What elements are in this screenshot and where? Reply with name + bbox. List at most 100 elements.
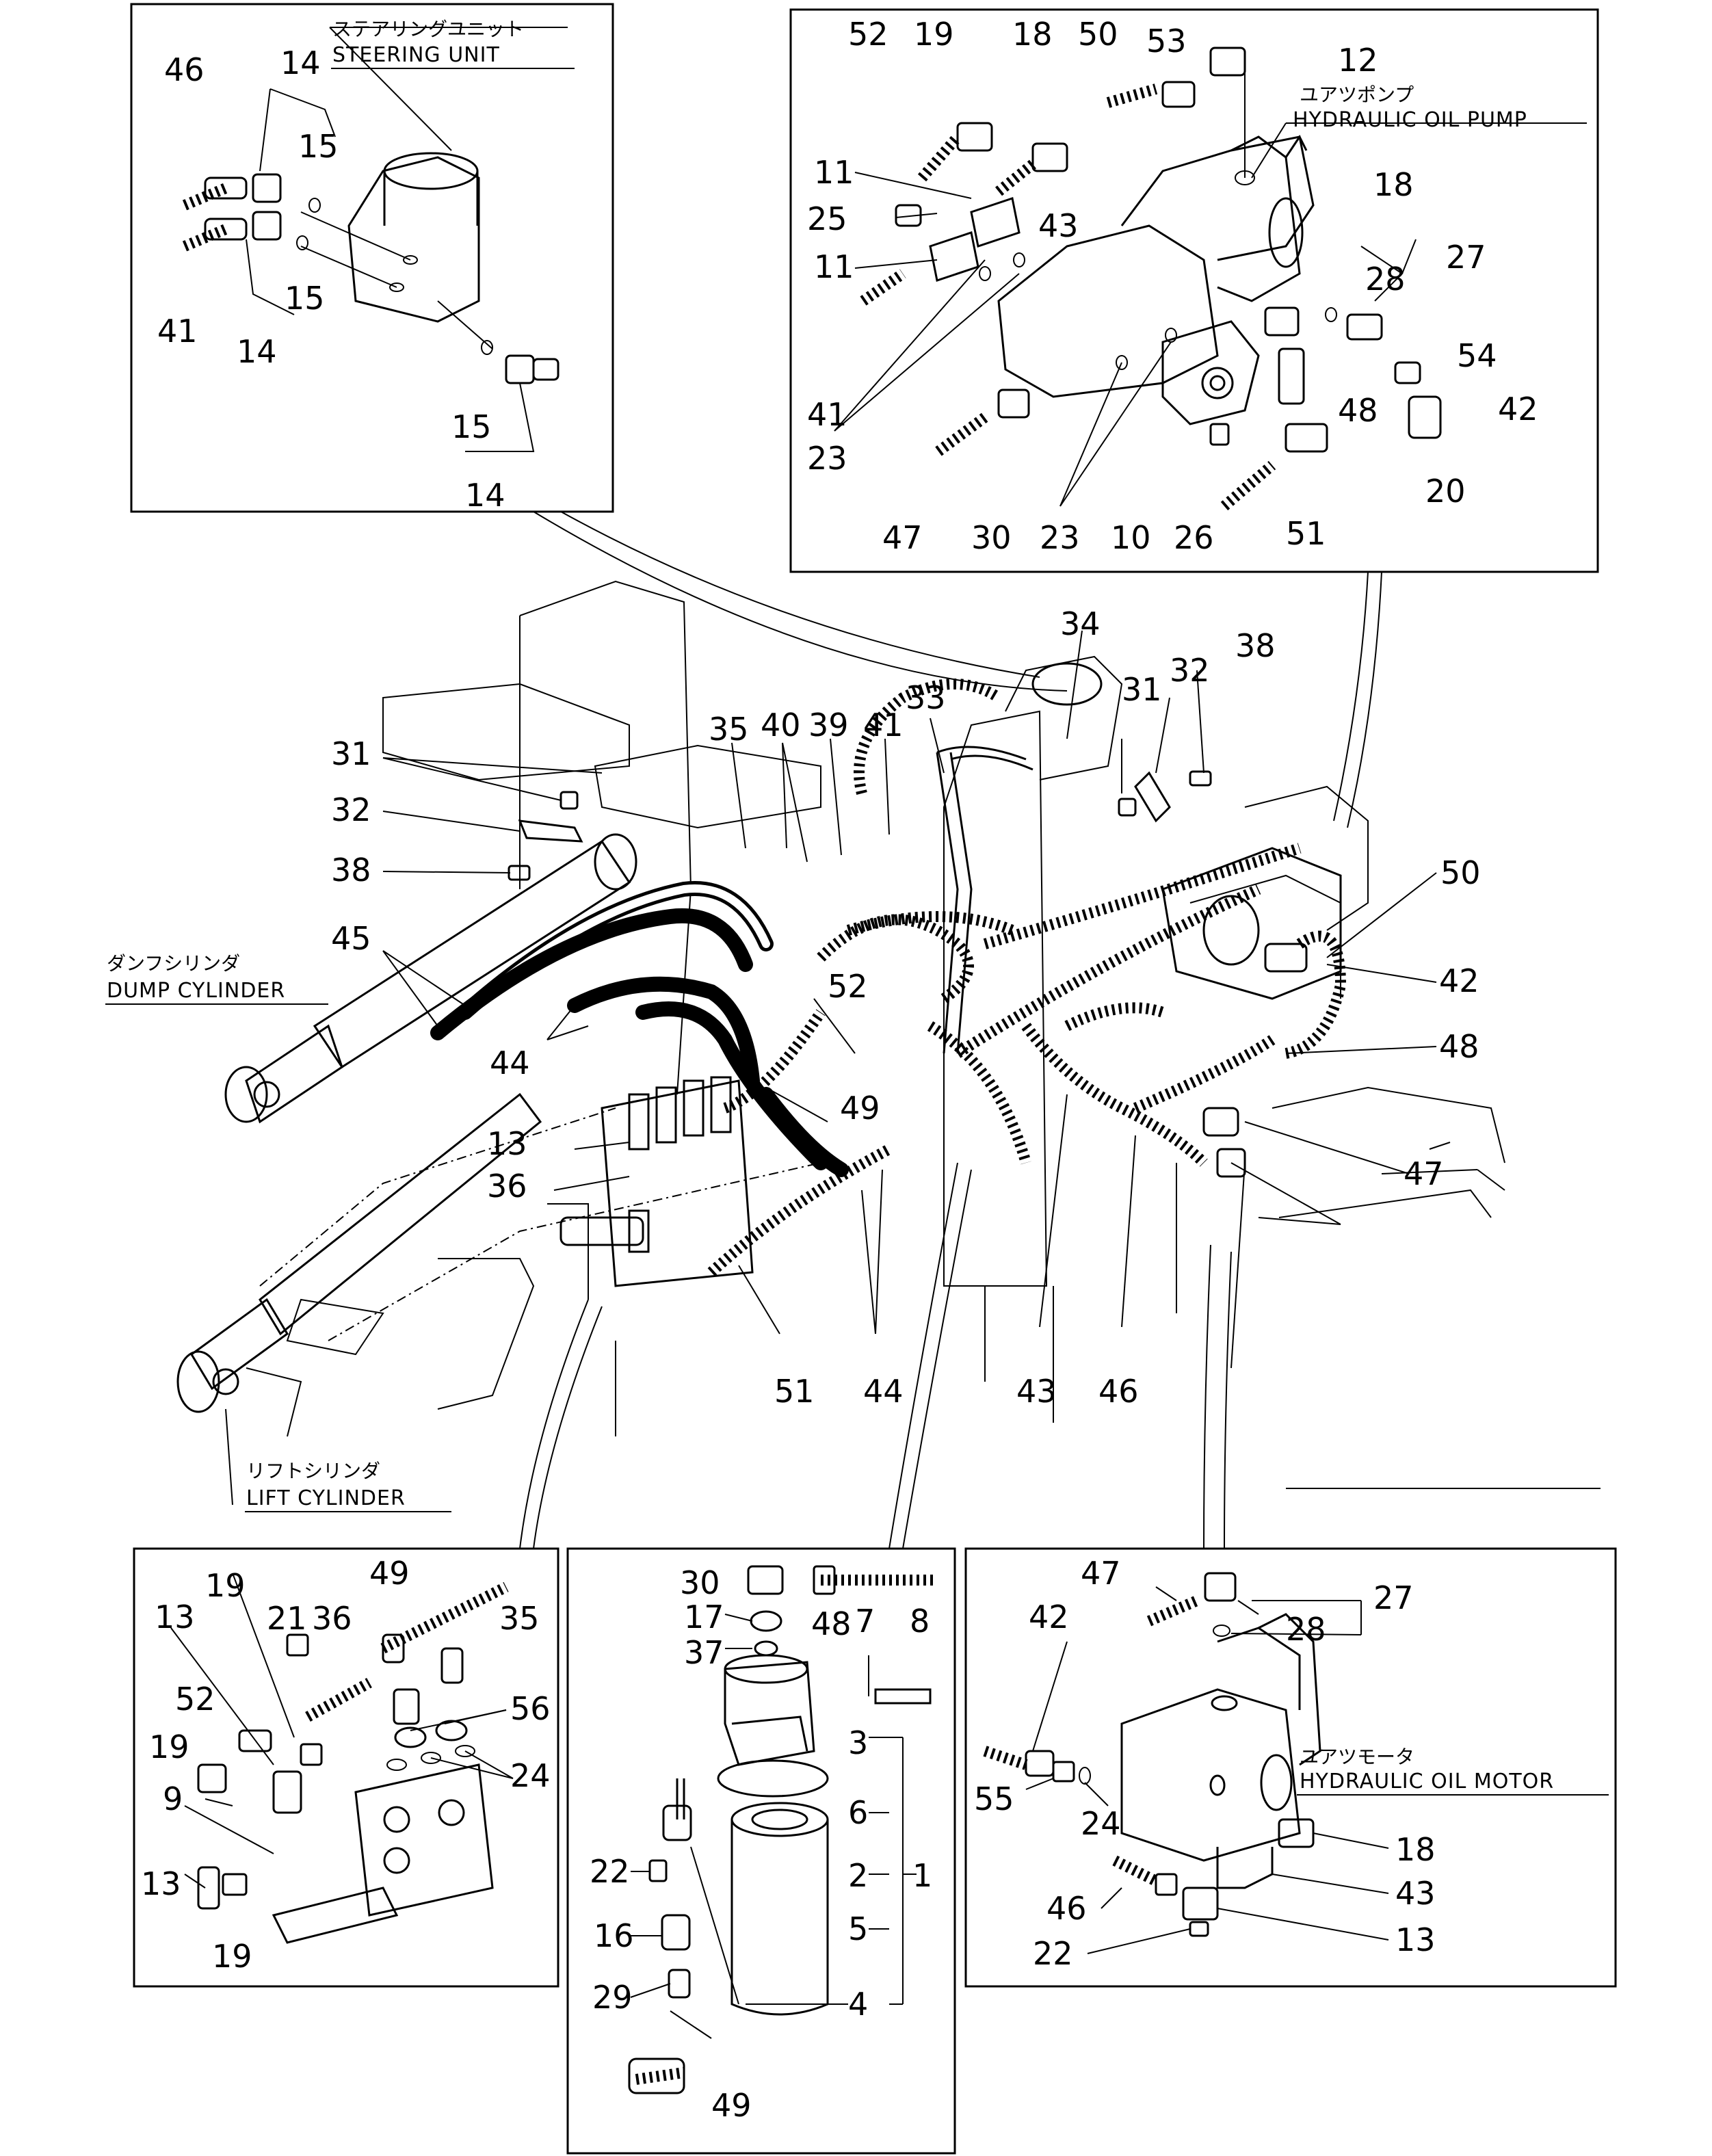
callout-52: 52: [848, 16, 888, 53]
callout-26: 26: [1174, 519, 1214, 556]
callout-3: 3: [848, 1724, 868, 1761]
callout-10: 10: [1111, 519, 1151, 556]
hydraulic-oil-pump-drawing: [834, 47, 1587, 511]
callout-48: 48: [811, 1605, 852, 1642]
callout-31: 31: [331, 735, 371, 772]
callout-47: 47: [1404, 1155, 1444, 1192]
callout-49: 49: [369, 1555, 410, 1592]
callout-29: 29: [592, 1979, 633, 2016]
callout-27: 27: [1373, 1579, 1414, 1616]
control-valve-callouts: 19 49 13 21 36 35 52 19 56 24 9 13 19: [141, 1555, 551, 1975]
callout-19: 19: [914, 16, 954, 53]
hydraulic-oil-motor-callouts: 47 27 28 42 55 24 18 46 43 22 13: [974, 1555, 1436, 1972]
dump-cylinder-jp-label: ダンフシリンダ: [107, 952, 240, 975]
callout-13: 13: [1395, 1921, 1436, 1958]
callout-6: 6: [848, 1794, 868, 1831]
callout-4: 4: [848, 1986, 868, 2023]
callout-19: 19: [212, 1938, 252, 1975]
callout-49: 49: [840, 1090, 880, 1127]
leader-steering: [533, 511, 1068, 692]
callout-35: 35: [499, 1600, 540, 1637]
callout-16: 16: [594, 1917, 634, 1954]
oil-filter-callouts: 30 48 17 7 8 37 3 6 1 2 22 5 16 29 4 49: [590, 1564, 932, 2124]
callout-50: 50: [1440, 854, 1481, 891]
steering-unit-callouts: 46 14 15 15 41 14 15 14: [157, 44, 505, 514]
leader-pump: [1333, 571, 1369, 821]
callout-44: 44: [863, 1373, 904, 1410]
callout-11: 11: [814, 248, 854, 285]
callout-23: 23: [807, 440, 847, 477]
callout-41: 41: [863, 707, 904, 744]
callout-30: 30: [680, 1564, 720, 1601]
callout-11: 11: [814, 154, 854, 191]
callout-38: 38: [1235, 627, 1276, 664]
leader-motor: [1203, 1244, 1211, 1549]
callout-33: 33: [906, 679, 946, 716]
callout-55: 55: [974, 1780, 1014, 1817]
callout-18: 18: [1012, 16, 1053, 53]
callout-24: 24: [1081, 1805, 1121, 1842]
callout-2: 2: [848, 1857, 868, 1894]
callout-1: 1: [912, 1857, 932, 1894]
steering-unit-drawing: [182, 27, 568, 452]
callout-39: 39: [808, 707, 849, 744]
dump-cylinder-en-label: DUMP CYLINDER: [107, 979, 285, 1003]
callout-17: 17: [684, 1599, 724, 1635]
callout-40: 40: [761, 707, 801, 744]
hydraulic-oil-pump-jp-title: ユアツポンプ: [1300, 83, 1414, 106]
callout-28: 28: [1286, 1611, 1326, 1648]
control-valve: [559, 1076, 754, 1287]
callout-48: 48: [1439, 1028, 1479, 1065]
callout-21: 21: [267, 1600, 307, 1637]
callout-47: 47: [1081, 1555, 1121, 1592]
callout-15: 15: [298, 128, 339, 165]
lift-cylinder-jp-label: リフトシリンダ: [246, 1460, 380, 1482]
callout-38: 38: [331, 852, 371, 889]
callout-32: 32: [1170, 652, 1210, 689]
hydraulic-oil-pump-en-title: HYDRAULIC OIL PUMP: [1293, 108, 1527, 132]
callout-42: 42: [1439, 962, 1479, 999]
callout-31: 31: [1122, 671, 1162, 708]
pump-assembly: [1161, 847, 1342, 1178]
callout-27: 27: [1446, 239, 1486, 276]
callout-46: 46: [164, 51, 205, 88]
steering-unit-jp-title: ステアリングユニット: [332, 18, 524, 40]
callout-14: 14: [237, 333, 277, 370]
callout-15: 15: [451, 408, 492, 445]
callout-19: 19: [149, 1728, 189, 1765]
callout-53: 53: [1146, 23, 1187, 60]
callout-46: 46: [1098, 1373, 1139, 1410]
hydraulic-oil-motor-detail: [983, 1488, 1601, 1937]
callout-25: 25: [807, 200, 847, 237]
callout-20: 20: [1425, 473, 1466, 510]
hydraulic-oil-motor-jp-title: ユアツモータ: [1300, 1746, 1414, 1768]
steering-unit-panel: [130, 3, 614, 513]
callout-22: 22: [590, 1853, 630, 1890]
callout-7: 7: [855, 1603, 875, 1640]
callout-23: 23: [1040, 519, 1080, 556]
lift-cylinder: [176, 1092, 542, 1413]
callout-35: 35: [709, 711, 749, 748]
callout-34: 34: [1060, 605, 1101, 642]
main-view-callouts: 34 31 32 38 35 40 39 41 33 31 32 38 50 4…: [331, 605, 1481, 1410]
callout-50: 50: [1078, 16, 1118, 53]
callout-43: 43: [1038, 207, 1079, 244]
lift-cylinder-en-label: LIFT CYLINDER: [246, 1486, 406, 1510]
callout-9: 9: [163, 1780, 183, 1817]
machine-frame: [246, 580, 1505, 1437]
callout-43: 43: [1016, 1373, 1057, 1410]
hydraulic-oil-motor-en-title: HYDRAULIC OIL MOTOR: [1300, 1770, 1554, 1793]
leader-valve-2: [533, 1306, 603, 1549]
callout-15: 15: [285, 280, 325, 317]
leader-valve: [519, 1299, 589, 1549]
control-valve-panel: [133, 1547, 559, 1988]
callout-8: 8: [910, 1603, 930, 1640]
callout-54: 54: [1457, 337, 1497, 374]
callout-14: 14: [465, 477, 505, 514]
callout-52: 52: [175, 1681, 215, 1718]
leader-filter: [888, 1162, 958, 1549]
callout-37: 37: [684, 1634, 724, 1671]
callout-28: 28: [1365, 261, 1406, 298]
callout-13: 13: [141, 1865, 181, 1902]
callout-5: 5: [848, 1910, 868, 1947]
